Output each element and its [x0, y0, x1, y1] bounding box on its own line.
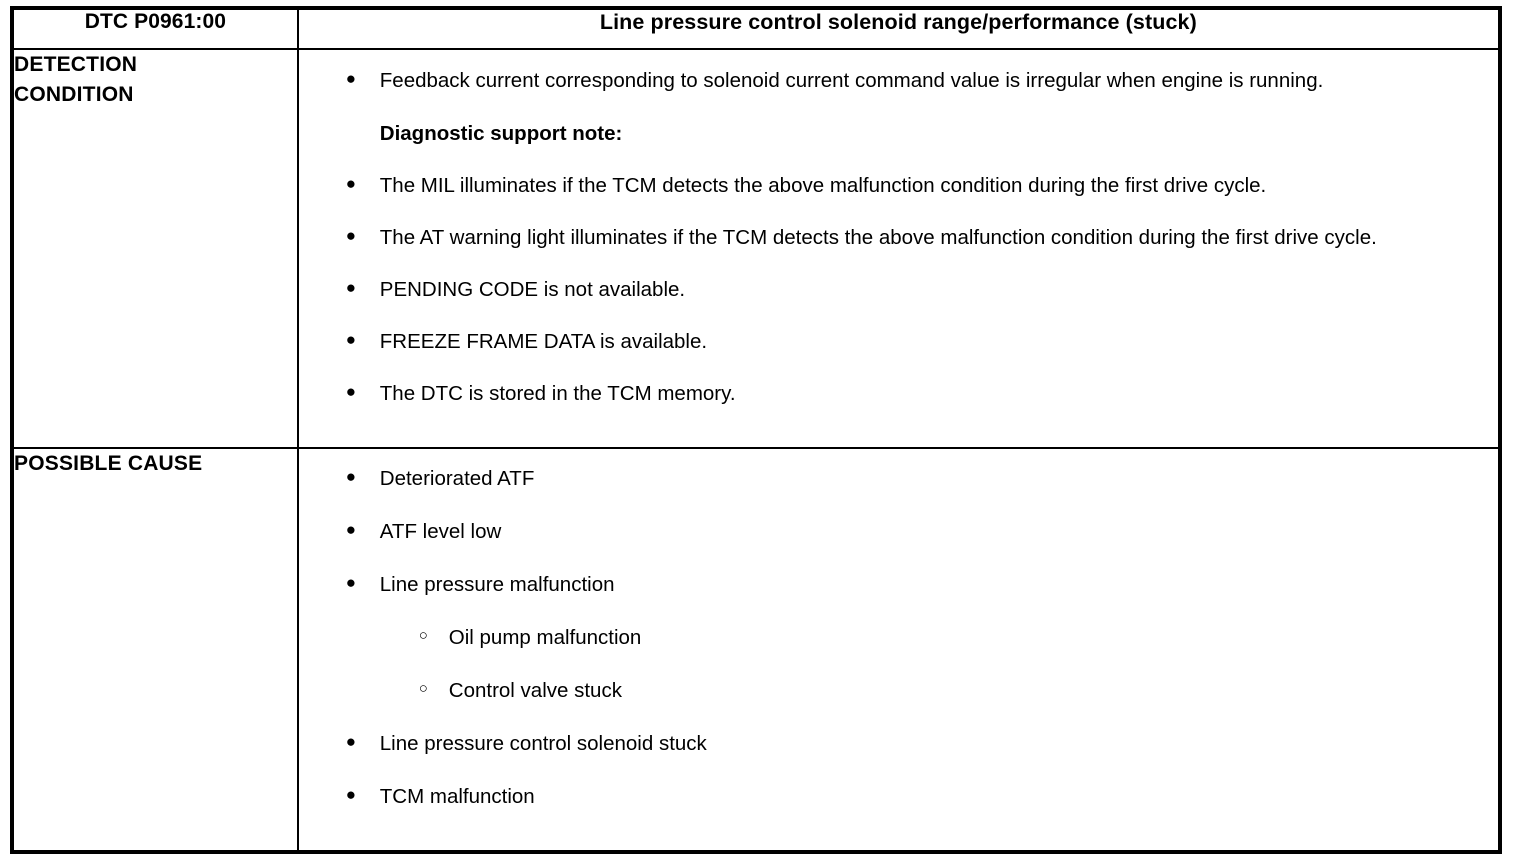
hollow-bullet-icon: ○ — [418, 679, 428, 697]
list-item-text: Line pressure malfunction — [379, 572, 615, 596]
filled-bullet-icon: ● — [345, 466, 357, 486]
list-item-text: The DTC is stored in the TCM memory. — [379, 382, 736, 406]
list-item-text: The AT warning light illuminates if the … — [379, 226, 1377, 250]
filled-bullet-icon: ● — [345, 174, 357, 194]
list-item: ● FREEZE FRAME DATA is available. — [299, 328, 1498, 355]
list-item: ● Line pressure control solenoid stuck — [299, 730, 1498, 757]
sub-list-item-text: Oil pump malfunction — [448, 625, 642, 649]
detection-condition-row: DETECTION CONDITION ● Feedback current c… — [11, 48, 1502, 449]
sub-list-item: ○ Oil pump malfunction — [299, 624, 1498, 651]
possible-cause-label: POSSIBLE CAUSE — [11, 446, 299, 854]
possible-cause-list: ● Deteriorated ATF ● ATF level low ● Lin… — [299, 465, 1498, 810]
filled-bullet-icon: ● — [345, 731, 357, 751]
list-item-text: The MIL illuminates if the TCM detects t… — [379, 174, 1267, 198]
diagnostic-support-note-heading: Diagnostic support note: — [299, 120, 1498, 147]
list-item: ● The DTC is stored in the TCM memory. — [299, 380, 1498, 407]
list-item: ● PENDING CODE is not available. — [299, 276, 1498, 303]
detection-condition-label-line1: DETECTION — [14, 53, 138, 76]
sub-list-item-text: Control valve stuck — [448, 678, 622, 702]
list-item-text: FREEZE FRAME DATA is available. — [379, 330, 708, 354]
filled-bullet-icon: ● — [345, 330, 357, 350]
filled-bullet-icon: ● — [345, 278, 357, 298]
filled-bullet-icon: ● — [345, 572, 357, 592]
diagnostic-support-note-text: Diagnostic support note: — [379, 122, 623, 146]
list-item: ● The MIL illuminates if the TCM detects… — [299, 172, 1498, 199]
list-item-text: PENDING CODE is not available. — [379, 278, 686, 302]
list-item: ● Feedback current corresponding to sole… — [299, 67, 1498, 94]
list-item-text: ATF level low — [379, 519, 502, 543]
list-item: ● TCM malfunction — [299, 783, 1498, 810]
detection-condition-label-line2: CONDITION — [14, 82, 134, 106]
dtc-table: DTC P0961:00 Line pressure control solen… — [10, 6, 1502, 854]
list-item: ● Deteriorated ATF — [299, 465, 1498, 492]
list-item-text: Deteriorated ATF — [379, 466, 535, 490]
hollow-bullet-icon: ○ — [418, 626, 428, 644]
list-item-text: TCM malfunction — [379, 785, 535, 808]
detection-condition-label: DETECTION CONDITION — [11, 48, 299, 449]
list-item: ● The AT warning light illuminates if th… — [299, 224, 1498, 251]
list-item-text: Feedback current corresponding to soleno… — [379, 69, 1324, 92]
dtc-code-cell: DTC P0961:00 — [11, 7, 299, 50]
filled-bullet-icon: ● — [345, 226, 357, 246]
detection-condition-content: ● Feedback current corresponding to sole… — [296, 48, 1502, 449]
sub-list-item: ○ Control valve stuck — [299, 677, 1498, 704]
filled-bullet-icon: ● — [345, 785, 357, 804]
dtc-title-cell: Line pressure control solenoid range/per… — [296, 7, 1502, 50]
detection-condition-list: ● Feedback current corresponding to sole… — [299, 67, 1498, 407]
list-item: ● ATF level low — [299, 518, 1498, 545]
filled-bullet-icon: ● — [345, 382, 357, 402]
table-header-row: DTC P0961:00 Line pressure control solen… — [11, 7, 1502, 50]
list-item-text: Line pressure control solenoid stuck — [379, 731, 707, 755]
possible-cause-row: POSSIBLE CAUSE ● Deteriorated ATF ● ATF … — [11, 446, 1502, 854]
possible-cause-content: ● Deteriorated ATF ● ATF level low ● Lin… — [296, 446, 1502, 854]
filled-bullet-icon: ● — [345, 69, 357, 88]
list-item: ● Line pressure malfunction — [299, 571, 1498, 598]
filled-bullet-icon: ● — [345, 519, 357, 539]
